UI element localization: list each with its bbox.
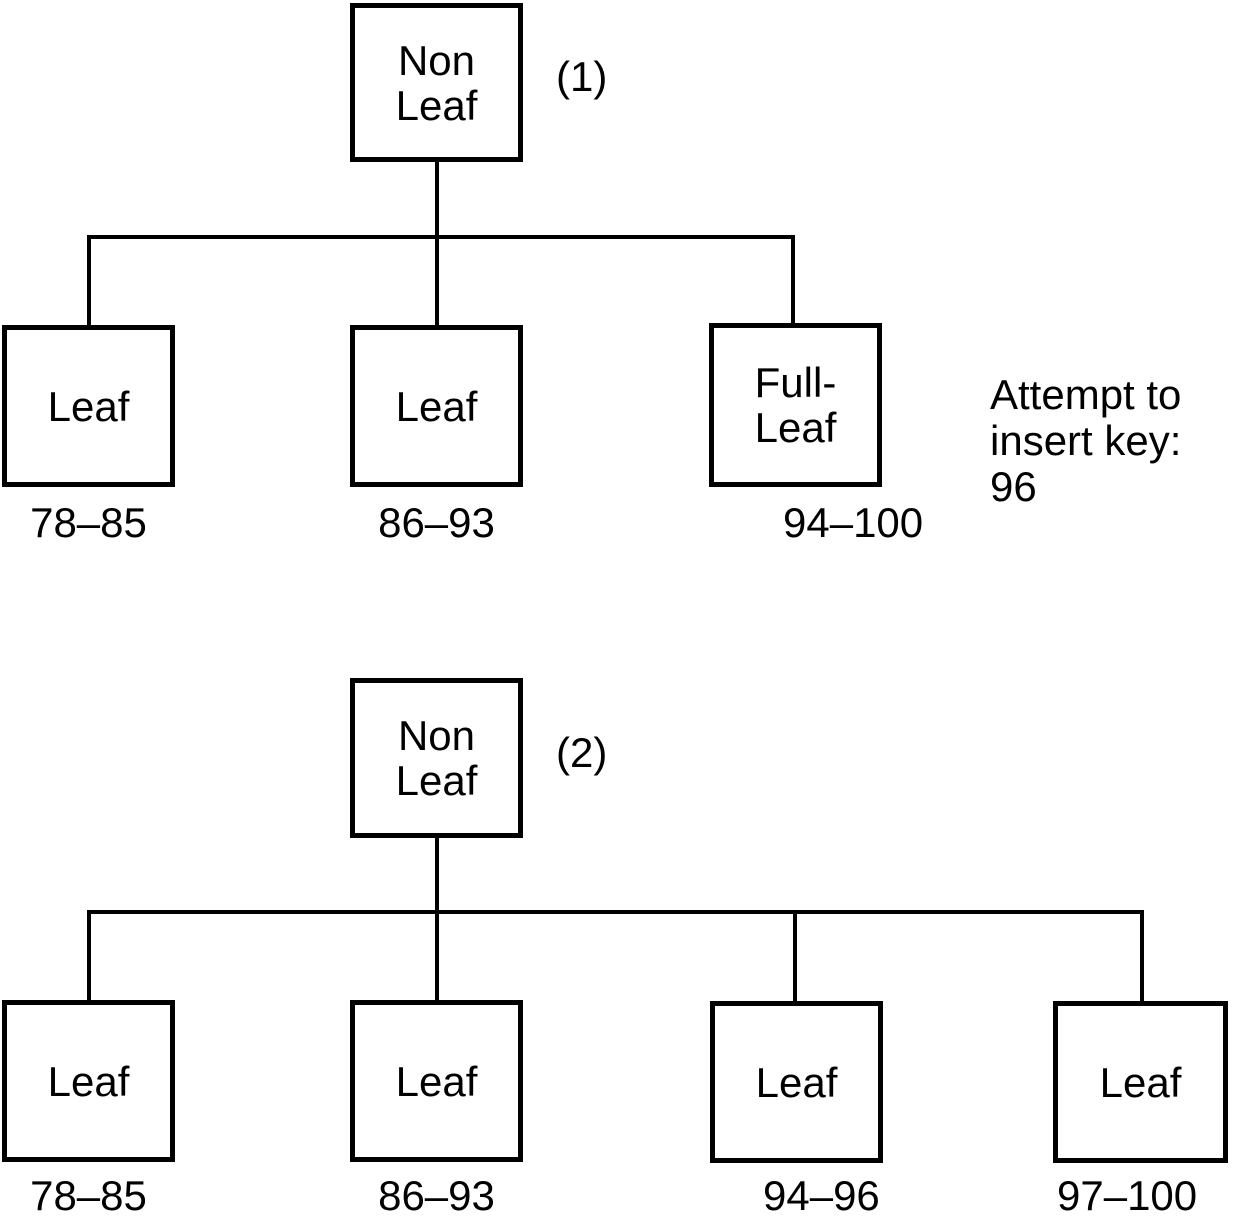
tree1-child1-drop-line <box>87 235 91 325</box>
tree1-leaf3-key-range: 94–100 <box>783 499 924 546</box>
tree2-leaf-node-4: Leaf <box>1053 1001 1228 1163</box>
tree2-leaf1-key-range: 78–85 <box>30 1172 147 1219</box>
tree2-child2-drop-line <box>435 910 439 1001</box>
tree2-leaf4-key-range: 97–100 <box>1057 1172 1198 1219</box>
tree1-figure-number: (1) <box>556 53 608 100</box>
tree2-child4-drop-line <box>1140 910 1144 1001</box>
tree2-child3-drop-line <box>793 910 797 1001</box>
tree2-child1-drop-line <box>87 910 91 1001</box>
tree1-children-bar-line <box>87 235 795 239</box>
insert-attempt-note: Attempt to insert key: 96 <box>990 371 1182 510</box>
tree2-leaf-node-1: Leaf <box>2 1000 175 1162</box>
tree2-children-bar-line <box>87 910 1144 914</box>
tree2-leaf-node-3: Leaf <box>710 1001 883 1163</box>
tree1-full-leaf-node: Full- Leaf <box>709 323 882 487</box>
tree1-leaf1-key-range: 78–85 <box>30 499 147 546</box>
tree2-leaf2-key-range: 86–93 <box>378 1172 495 1219</box>
tree1-leaf-node-2: Leaf <box>350 325 523 487</box>
tree2-root-connector-line <box>435 836 439 912</box>
tree1-child3-drop-line <box>791 235 795 325</box>
tree2-figure-number: (2) <box>556 729 608 776</box>
tree1-leaf2-key-range: 86–93 <box>378 499 495 546</box>
tree2-leaf-node-2: Leaf <box>350 1000 523 1162</box>
tree2-root-nonleaf-node: Non Leaf <box>350 678 523 838</box>
tree2-leaf3-key-range: 94–96 <box>763 1172 880 1219</box>
tree1-child2-drop-line <box>435 235 439 325</box>
tree1-root-connector-line <box>435 160 439 237</box>
tree1-leaf-node-1: Leaf <box>2 325 175 487</box>
tree1-root-nonleaf-node: Non Leaf <box>350 3 523 162</box>
